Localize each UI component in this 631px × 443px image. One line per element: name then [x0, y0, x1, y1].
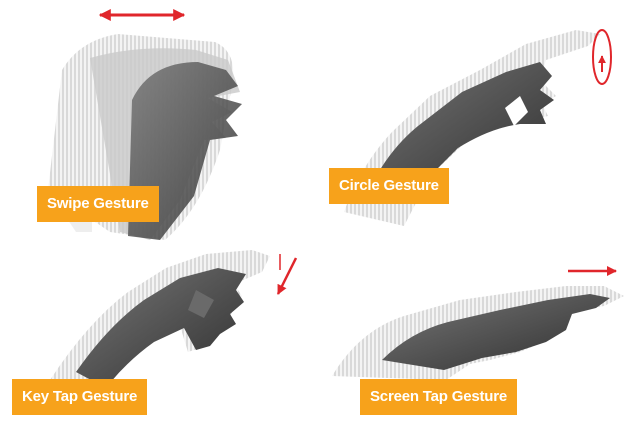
key-tap-hand	[50, 250, 270, 398]
swipe-gesture-label: Swipe Gesture	[37, 186, 159, 222]
screen-tap-gesture-label: Screen Tap Gesture	[360, 379, 517, 415]
screen-tap-hand	[332, 286, 624, 380]
key-tap-gesture-label: Key Tap Gesture	[12, 379, 147, 415]
circle-gesture-label: Circle Gesture	[329, 168, 449, 204]
